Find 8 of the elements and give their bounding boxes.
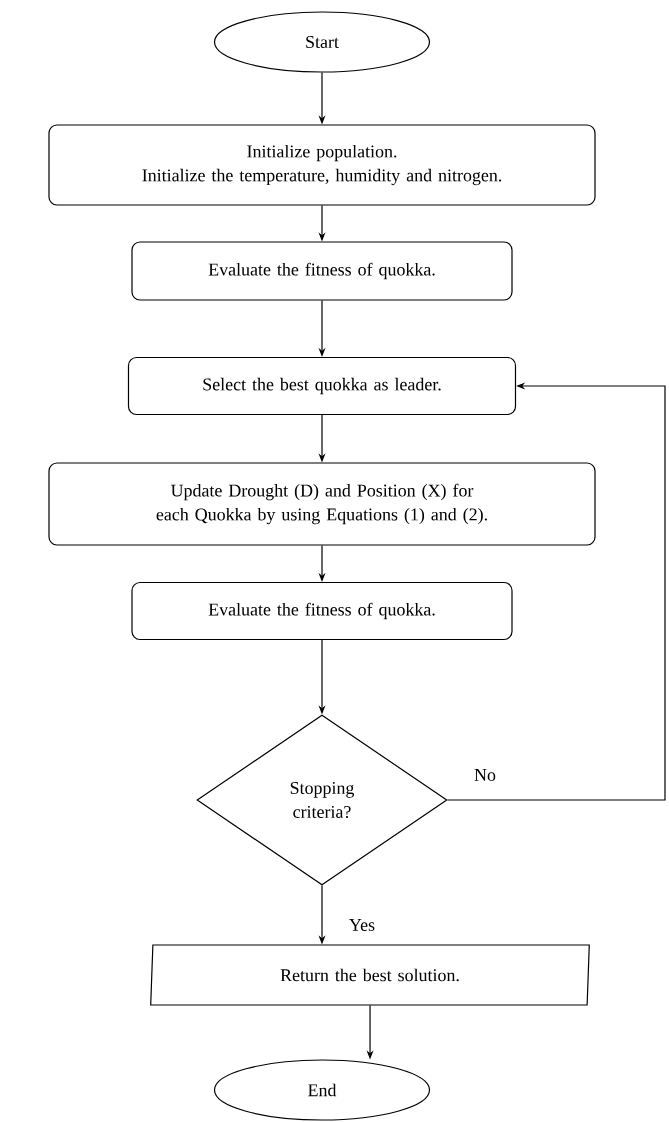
edge-label: No bbox=[473, 768, 497, 782]
process-box: Initialize population. Initialize the temperature, humidity and nitrogen. bbox=[48, 124, 596, 206]
process-box: Evaluate the fitness of quokka. bbox=[131, 241, 513, 301]
edge-label: Yes bbox=[347, 918, 377, 932]
process-box: Evaluate the fitness of quokka. bbox=[131, 581, 513, 641]
output-parallelogram: Return the best solution. bbox=[150, 944, 590, 1006]
process-box: Select the best quokka as leader. bbox=[127, 356, 517, 416]
process-box: Update Drought (D) and Position (X) for each Quokka by using Equations (1) and (2). bbox=[48, 462, 596, 546]
